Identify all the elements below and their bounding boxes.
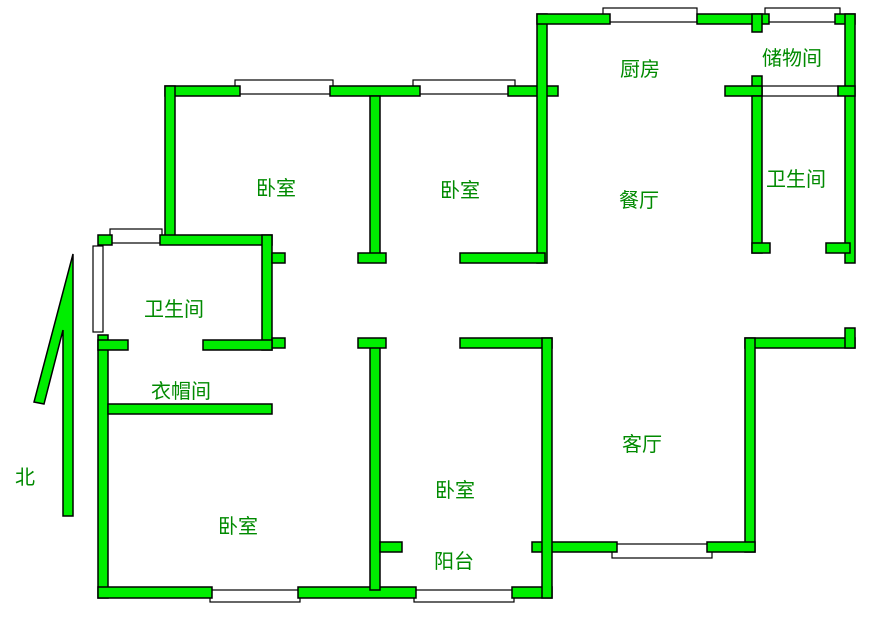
room-label-bathroom-right: 卫生间 <box>766 167 826 191</box>
wall <box>744 337 856 349</box>
wall <box>159 234 273 246</box>
window <box>413 589 515 603</box>
window <box>92 245 104 333</box>
wall <box>369 339 381 591</box>
wall <box>271 252 286 264</box>
wall <box>751 242 771 254</box>
window <box>109 228 163 244</box>
wall <box>696 13 770 25</box>
wall <box>357 337 387 349</box>
room-label-bedroom-n: 卧室 <box>440 178 480 202</box>
wall <box>97 234 113 246</box>
wall <box>329 85 421 97</box>
room-label-bedroom-sw: 卧室 <box>218 514 258 538</box>
room-label-living: 客厅 <box>622 432 662 456</box>
wall <box>724 85 763 97</box>
wall <box>531 541 618 553</box>
wall <box>541 337 553 599</box>
wall <box>164 85 176 242</box>
wall <box>164 85 241 97</box>
room-label-cloakroom: 衣帽间 <box>151 379 211 403</box>
wall <box>97 334 109 599</box>
wall <box>825 242 851 254</box>
wall <box>369 95 381 257</box>
wall <box>844 327 856 349</box>
wall <box>97 339 129 351</box>
wall <box>297 586 417 599</box>
room-label-balcony: 阳台 <box>434 549 474 573</box>
wall <box>844 13 856 264</box>
window <box>412 79 516 95</box>
window <box>761 85 839 97</box>
room-label-storage: 储物间 <box>762 46 822 70</box>
compass-label: 北 <box>15 465 35 489</box>
wall <box>107 403 273 415</box>
wall-segments <box>97 13 856 599</box>
window <box>234 79 334 95</box>
wall <box>507 85 559 97</box>
wall <box>261 234 273 351</box>
room-label-kitchen: 厨房 <box>620 57 660 81</box>
room-label-bedroom-s: 卧室 <box>435 478 475 502</box>
wall <box>706 541 756 553</box>
wall <box>751 95 763 254</box>
window <box>602 7 698 23</box>
wall <box>202 339 273 351</box>
room-label-dining: 餐厅 <box>619 188 659 212</box>
wall <box>379 541 403 553</box>
wall <box>837 85 856 97</box>
room-label-bathroom-left: 卫生间 <box>144 297 204 321</box>
wall <box>459 337 553 349</box>
north-arrow-icon <box>33 253 74 517</box>
wall <box>536 13 611 25</box>
wall <box>459 252 546 264</box>
windows <box>92 7 841 603</box>
wall <box>744 337 756 553</box>
window <box>764 7 841 23</box>
wall <box>536 13 548 264</box>
window <box>611 543 713 559</box>
wall <box>271 337 286 349</box>
wall <box>751 13 763 33</box>
wall <box>357 252 387 264</box>
window <box>209 589 301 603</box>
room-label-bedroom-nw: 卧室 <box>256 176 296 200</box>
wall <box>97 586 213 599</box>
